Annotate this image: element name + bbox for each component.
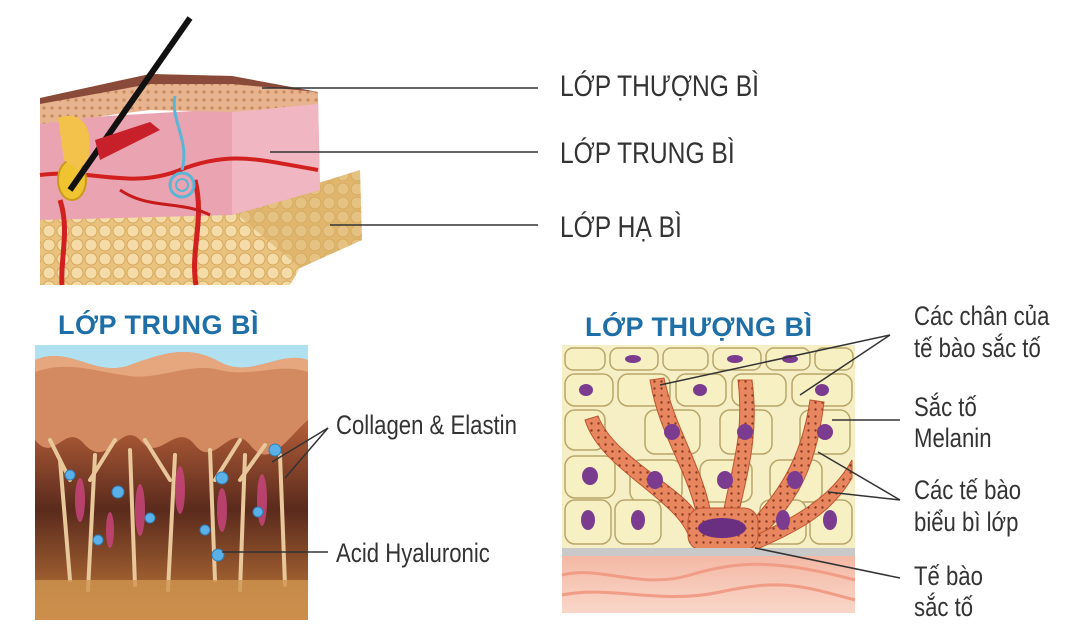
dermis-panel-title: LỚP TRUNG BÌ [58,310,260,340]
dendrites-connector-2 [799,334,891,396]
label-melanocyte-line2: sắc tố [914,592,974,622]
collagen-connector-1 [271,427,329,463]
label-dermis: LỚP TRUNG BÌ [560,137,735,170]
label-keratinocytes-line1: Các tế bào [914,475,1022,505]
label-dendrites-line1: Các chân của [914,301,1050,331]
epidermis-panel-title: LỚP THƯỢNG BÌ [585,312,813,342]
collagen-connector-2 [284,427,329,479]
keratinocytes-connector-1 [817,451,901,501]
skin-cross-section [39,16,362,286]
keratinocytes-connector-2 [827,491,901,501]
label-melanin-line2: Melanin [914,423,992,453]
dendrites-connector-1 [659,334,891,386]
label-collagen-elastin: Collagen & Elastin [336,410,517,440]
label-hypodermis: LỚP HẠ BÌ [560,211,682,244]
melanocyte-connector [754,547,901,579]
label-melanin-line1: Sắc tố [914,392,977,422]
label-keratinocytes-line2: biểu bì lớp [914,507,1019,537]
label-dendrites-line2: tế bào sắc tố [914,333,1041,363]
label-epidermis: LỚP THƯỢNG BÌ [560,70,760,103]
label-melanocyte-line1: Tế bào [914,561,983,591]
dermis-illustration [35,345,308,620]
label-acid-hyaluronic: Acid Hyaluronic [336,538,490,568]
epidermis-cells-illustration [561,345,856,613]
